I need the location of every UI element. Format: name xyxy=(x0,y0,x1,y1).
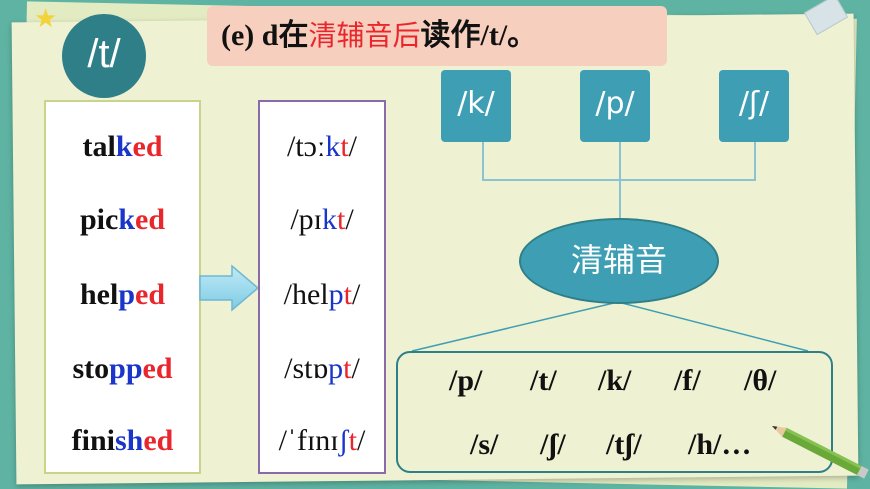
word-item-part: pic xyxy=(79,203,119,236)
word-item-part: hel xyxy=(79,278,119,311)
ipa-item-part: / xyxy=(348,130,357,163)
word-item-part: ed xyxy=(132,130,163,163)
word-item-part: fini xyxy=(71,424,115,457)
ipa-item-part: t xyxy=(343,352,352,385)
word-item-part: k xyxy=(115,130,133,163)
ipa-item-part: k xyxy=(321,203,337,236)
symbol: /h/… xyxy=(688,428,752,461)
ipa-item-part: /hel xyxy=(283,278,329,311)
word-item-part: k xyxy=(118,203,136,236)
ipa-item: /ˈfɪnɪʃt/ xyxy=(260,424,384,458)
symbol: /s/ xyxy=(470,428,499,461)
ipa-item-part: ʃ xyxy=(338,424,349,457)
word-item: talked xyxy=(46,130,199,164)
word-item: stopped xyxy=(46,352,199,386)
word-item-part: sto xyxy=(72,352,110,385)
word-item-part: ed xyxy=(142,352,173,385)
phoneme-badge: /t/ xyxy=(62,14,146,98)
word-item-part: ed xyxy=(135,203,166,236)
symbol: /k/ xyxy=(598,364,632,397)
ipa-item-part: p xyxy=(328,352,344,385)
star-icon: ★ xyxy=(34,4,58,34)
ipa-item-part: t xyxy=(340,130,349,163)
ipa-item: /tɔːkt/ xyxy=(260,130,384,164)
symbol: /p/ xyxy=(449,364,483,397)
right-arrow-icon xyxy=(199,264,260,312)
banner-prefix: (e) d在 xyxy=(221,19,309,52)
word-item-part: ed xyxy=(143,424,174,457)
ipa-item-part: /ˈfɪnɪ xyxy=(278,424,339,457)
ipa-item-part: t xyxy=(343,278,352,311)
tile-sh: /ʃ/ xyxy=(719,70,789,142)
ipa-item-part: /stɒ xyxy=(284,352,329,385)
symbol: /t/ xyxy=(530,364,557,397)
symbol: /f/ xyxy=(674,364,701,397)
ipa-item-part: / xyxy=(345,203,354,236)
ipa-item-part: k xyxy=(325,130,341,163)
ipa-item-part: /tɔː xyxy=(286,130,326,163)
tile-p: /p/ xyxy=(580,70,650,142)
ipa-item: /pɪkt/ xyxy=(260,203,384,237)
voiceless-consonant-node: 清辅音 xyxy=(519,218,719,304)
rule-banner: (e) d在清辅音后读作/t/。 xyxy=(207,6,667,66)
ipa-item-part: / xyxy=(351,352,360,385)
banner-highlight: 清辅音后 xyxy=(308,19,421,52)
word-item-part: p xyxy=(118,278,136,311)
ipa-item-part: t xyxy=(348,424,357,457)
word-item-part: ed xyxy=(135,278,166,311)
ipa-item: /helpt/ xyxy=(260,278,384,312)
ipa-item-part: t xyxy=(336,203,346,236)
ipa-item: /stɒpt/ xyxy=(260,352,384,386)
word-item: picked xyxy=(46,203,199,237)
banner-suffix: 读作/t/。 xyxy=(420,19,538,52)
consonant-symbols-box xyxy=(396,351,833,473)
ipa-list: /tɔːkt//pɪkt//helpt//stɒpt//ˈfɪnɪʃt/ xyxy=(258,100,386,474)
symbol: /ʃ/ xyxy=(540,428,566,461)
symbol: /tʃ/ xyxy=(606,428,642,461)
word-item: helped xyxy=(46,278,199,312)
ipa-item-part: /pɪ xyxy=(290,203,322,236)
symbol: /θ/ xyxy=(744,364,777,397)
word-item-part: tal xyxy=(82,130,116,163)
tile-k: /k/ xyxy=(441,70,511,142)
word-item: finished xyxy=(46,424,199,458)
ipa-item-part: / xyxy=(357,424,366,457)
word-item-part: pp xyxy=(109,352,143,385)
ipa-item-part: / xyxy=(352,278,361,311)
word-item-part: sh xyxy=(115,424,144,457)
ipa-item-part: p xyxy=(328,278,344,311)
